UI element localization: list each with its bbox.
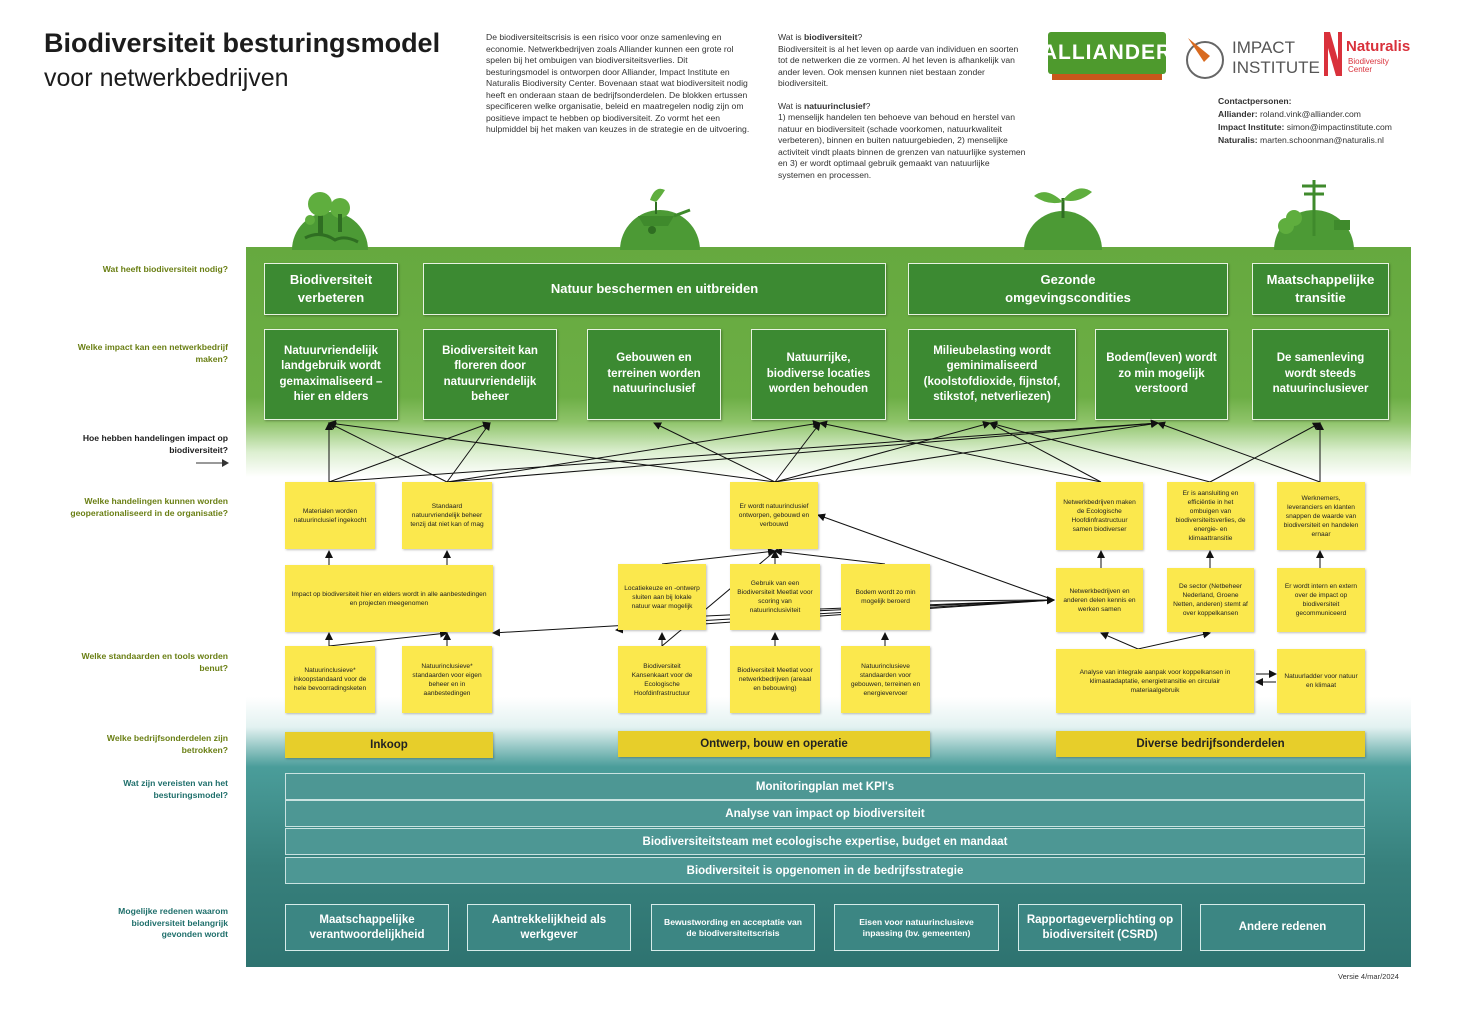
tool-analyse: Analyse van integrale aanpak voor koppel… bbox=[1056, 649, 1254, 713]
page-title: Biodiversiteit besturingsmodel bbox=[44, 28, 441, 58]
tool-kansenkaart: Biodiversiteit Kansenkaart voor de Ecolo… bbox=[618, 646, 706, 713]
need-biodiversiteit-verbeteren: Biodiversiteit verbeteren bbox=[264, 263, 398, 315]
department-inkoop: Inkoop bbox=[285, 732, 493, 758]
naturalis-n-icon bbox=[1324, 32, 1342, 76]
tree-globe-icon bbox=[292, 192, 368, 250]
definition-natuurinclusief: 1) menselijk handelen ten behoeve van be… bbox=[778, 112, 1026, 180]
page-subtitle: voor netwerkbedrijven bbox=[44, 64, 289, 92]
action-ontworpen: Er wordt natuurinclusief ontworpen, gebo… bbox=[730, 482, 818, 549]
impact-floreren: Biodiversiteit kan floreren door natuurv… bbox=[423, 329, 557, 420]
tool-inkoopstandaard: Natuurinclusieve* inkoopstandaard voor d… bbox=[285, 646, 375, 713]
action-werknemers: Werknemers, leveranciers en klanten snap… bbox=[1277, 482, 1365, 550]
contacts: Contactpersonen: Alliander: roland.vink@… bbox=[1218, 95, 1458, 147]
tool-standaarden-beheer: Natuurinclusieve* standaarden voor eigen… bbox=[402, 646, 492, 713]
alliander-logo: ALLIANDER bbox=[1042, 32, 1171, 74]
action-materialen: Materialen worden natuurinclusief ingeko… bbox=[285, 482, 375, 549]
need-maatschappelijke-transitie: Maatschappelijke transitie bbox=[1252, 263, 1389, 315]
power-pole-globe-icon bbox=[1274, 180, 1354, 250]
action-sector: De sector (Netbeheer Nederland, Groene N… bbox=[1167, 568, 1254, 632]
question-impact: Welke impact kan een netwerkbedrijf make… bbox=[77, 342, 228, 364]
version-label: Versie 4/mar/2024 bbox=[1338, 972, 1399, 981]
action-kennis-delen: Netwerkbedrijven en anderen delen kennis… bbox=[1056, 568, 1143, 632]
need-natuur-beschermen: Natuur beschermen en uitbreiden bbox=[423, 263, 886, 315]
requirement-bedrijfsstrategie: Biodiversiteit is opgenomen in de bedrij… bbox=[285, 857, 1365, 884]
reason-werkgever: Aantrekkelijkheid als werkgever bbox=[467, 904, 631, 951]
impact-bodem: Bodem(leven) wordt zo min mogelijk verst… bbox=[1095, 329, 1228, 420]
department-diverse: Diverse bedrijfsonderdelen bbox=[1056, 731, 1365, 757]
question-requirements: Wat zijn vereisten van het besturingsmod… bbox=[123, 778, 228, 800]
impact-gebouwen: Gebouwen en terreinen worden natuurinclu… bbox=[587, 329, 721, 420]
contact-impact-institute: Impact Institute: simon@impactinstitute.… bbox=[1218, 122, 1392, 132]
definition-biodiversiteit: Biodiversiteit is al het leven op aarde … bbox=[778, 43, 1019, 89]
question-tools: Welke standaarden en tools worden benut? bbox=[81, 651, 228, 673]
intro-text: De biodiversiteitscrisis is een risico v… bbox=[486, 32, 750, 134]
reason-verantwoordelijkheid: Maatschappelijke verantwoordelijkheid bbox=[285, 904, 449, 951]
definitions: Wat is biodiversiteit?Biodiversiteit is … bbox=[778, 32, 1026, 180]
action-impact-aanbesteding: Impact op biodiversiteit hier en elders … bbox=[285, 565, 493, 632]
reason-eisen: Eisen voor natuurinclusieve inpassing (b… bbox=[834, 904, 999, 951]
question-reasons: Mogelijke redenen waarom biodiversiteit … bbox=[118, 906, 228, 939]
alliander-logo-bar bbox=[1052, 74, 1162, 80]
question-actions: Welke handelingen kunnen worden geoperat… bbox=[70, 496, 228, 518]
contact-naturalis: Naturalis: marten.schoonman@naturalis.nl bbox=[1218, 135, 1384, 145]
tool-standaarden-gebouwen: Natuurinclusieve standaarden voor gebouw… bbox=[841, 646, 930, 713]
action-netwerkbedrijven-ehs: Netwerkbedrijven maken de Ecologische Ho… bbox=[1056, 482, 1143, 550]
need-gezonde-omgeving: Gezonde omgevingscondities bbox=[908, 263, 1228, 315]
impact-institute-logo: IMPACT INSTITUTE bbox=[1232, 38, 1320, 77]
wheelbarrow-globe-icon bbox=[620, 188, 700, 250]
action-bodem: Bodem wordt zo min mogelijk beroerd bbox=[841, 564, 930, 630]
requirement-monitoringplan: Monitoringplan met KPI's bbox=[285, 773, 1365, 800]
impact-institute-logo-icon bbox=[1186, 38, 1224, 79]
impact-landgebruik: Natuurvriendelijk landgebruik wordt gema… bbox=[264, 329, 398, 420]
arrow-right-icon bbox=[196, 459, 229, 467]
tool-meetlat: Biodiversiteit Meetlat voor netwerkbedri… bbox=[730, 646, 820, 713]
question-needs: Wat heeft biodiversiteit nodig? bbox=[102, 264, 228, 274]
action-locatiekeuze: Locatiekeuze en -ontwerp sluiten aan bij… bbox=[618, 564, 706, 630]
impact-samenleving: De samenleving wordt steeds natuurinclus… bbox=[1252, 329, 1389, 420]
action-aansluiting: Er is aansluiting en efficiëntie in het … bbox=[1167, 482, 1254, 550]
naturalis-logo: Naturalis bbox=[1346, 38, 1411, 55]
sprout-globe-icon bbox=[1024, 188, 1102, 250]
naturalis-logo-sub: Biodiversity Center bbox=[1348, 57, 1389, 74]
action-communiceerd: Er wordt intern en extern over de impact… bbox=[1277, 568, 1365, 632]
requirement-analyse: Analyse van impact op biodiversiteit bbox=[285, 800, 1365, 827]
question-how: Hoe hebben handelingen impact op biodive… bbox=[82, 433, 228, 455]
department-ontwerp: Ontwerp, bouw en operatie bbox=[618, 731, 930, 757]
question-departments: Welke bedrijfsonderdelen zijn betrokken? bbox=[106, 733, 228, 755]
reason-rapportage: Rapportageverplichting op biodiversiteit… bbox=[1018, 904, 1182, 951]
reason-andere: Andere redenen bbox=[1200, 904, 1365, 951]
contact-alliander: Alliander: roland.vink@alliander.com bbox=[1218, 109, 1361, 119]
tool-natuurladder: Natuurladder voor natuur en klimaat bbox=[1277, 649, 1365, 713]
requirement-biodiversiteitsteam: Biodiversiteitsteam met ecologische expe… bbox=[285, 828, 1365, 855]
impact-milieubelasting: Milieubelasting wordt geminimaliseerd (k… bbox=[908, 329, 1076, 420]
impact-locaties: Natuurrijke, biodiverse locaties worden … bbox=[751, 329, 886, 420]
action-standaard-beheer: Standaard natuurvriendelijk beheer tenzi… bbox=[402, 482, 492, 549]
action-meetlat-gebruik: Gebruik van een Biodiversiteit Meetlat v… bbox=[730, 564, 820, 630]
reason-bewustwording: Bewustwording en acceptatie van de biodi… bbox=[651, 904, 815, 951]
